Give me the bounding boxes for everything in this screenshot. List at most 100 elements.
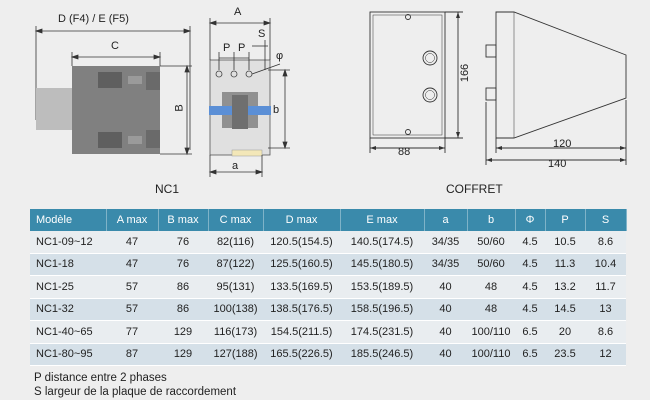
- col-header-a: a: [424, 209, 468, 231]
- table-cell: 14.5: [545, 298, 585, 321]
- table-cell: 86: [158, 298, 208, 321]
- table-cell: 87(122): [208, 253, 263, 276]
- col-header-b-max: B max: [158, 209, 209, 231]
- table-cell: 10.5: [545, 231, 585, 254]
- drawings-canvas: [34, 11, 627, 177]
- coffret-height-label: 166: [459, 63, 472, 83]
- coffret-front-view: [369, 11, 463, 153]
- table-cell: 13.2: [545, 275, 585, 299]
- dim-label-a-upper: A: [234, 6, 242, 18]
- table-cell: 185.5(246.5): [340, 343, 424, 366]
- col-header-s: S: [585, 209, 627, 231]
- table-cell: 76: [158, 253, 208, 276]
- col-header-p: P: [545, 209, 586, 231]
- table-cell: 12: [585, 343, 626, 366]
- dim-label-a-lower: a: [232, 160, 239, 172]
- table-cell: 4.5: [515, 275, 545, 299]
- table-cell: 40: [424, 298, 467, 321]
- table-cell: 34/35: [424, 253, 467, 276]
- col-header-phi: Φ: [515, 209, 546, 231]
- table-cell: 95(131): [208, 275, 263, 299]
- dim-label-s: S: [258, 28, 266, 40]
- table-cell: 100(138): [208, 298, 263, 321]
- coffret-depth-140-label: 140: [548, 158, 567, 170]
- table-cell: 50/60: [467, 253, 515, 276]
- table-cell: 48: [467, 298, 515, 321]
- table-cell: 40: [424, 343, 467, 366]
- table-cell: 57: [106, 275, 158, 299]
- col-header-a-max: A max: [106, 209, 159, 231]
- nc1-caption: NC1: [155, 182, 180, 196]
- dim-label-phi: φ: [276, 50, 284, 62]
- table-cell: 34/35: [424, 231, 467, 254]
- nc1-front-dimensions: [208, 18, 290, 177]
- table-cell: 4.5: [515, 231, 545, 254]
- table-cell-model: NC1-80~95: [30, 343, 106, 366]
- table-cell: 82(116): [208, 231, 263, 254]
- table-cell: 4.5: [515, 298, 545, 321]
- table-cell: 6.5: [515, 320, 545, 344]
- table-cell: 86: [158, 275, 208, 299]
- col-header-model: Modèle: [30, 209, 107, 231]
- table-cell-model: NC1-40~65: [30, 320, 106, 344]
- nc1-side-view: [34, 26, 192, 156]
- coffret-side-view: [485, 11, 627, 165]
- table-cell: 100/110: [467, 343, 515, 366]
- table-cell: 76: [158, 231, 208, 254]
- table-cell: 140.5(174.5): [340, 231, 424, 254]
- table-cell: 87: [106, 343, 158, 366]
- dim-label-d-e: D (F4) / E (F5): [58, 13, 129, 25]
- table-cell: 4.5: [515, 253, 545, 276]
- table-cell: 11.3: [545, 253, 585, 276]
- table-cell-model: NC1-25: [30, 275, 106, 299]
- table-cell: 158.5(196.5): [340, 298, 424, 321]
- dim-label-c: C: [111, 40, 119, 52]
- col-header-c-max: C max: [208, 209, 264, 231]
- coffret-front-arrows: [370, 12, 460, 150]
- table-cell: 10.4: [585, 253, 626, 276]
- table-cell: 40: [424, 275, 467, 299]
- dim-label-p2: P: [238, 42, 246, 54]
- table-cell: 20: [545, 320, 585, 344]
- table-cell: 138.5(176.5): [263, 298, 340, 321]
- dim-label-b-upper: B: [173, 104, 186, 112]
- table-cell: 165.5(226.5): [263, 343, 340, 366]
- table-cell: 145.5(180.5): [340, 253, 424, 276]
- table-cell: 129: [158, 343, 208, 366]
- table-cell: 125.5(160.5): [263, 253, 340, 276]
- table-cell: 13: [585, 298, 626, 321]
- col-header-b: b: [467, 209, 516, 231]
- table-cell: 50/60: [467, 231, 515, 254]
- table-cell: 174.5(231.5): [340, 320, 424, 344]
- nc1-front-view: [209, 59, 271, 157]
- table-cell: 153.5(189.5): [340, 275, 424, 299]
- spec-table: Modèle A max B max C max D max E max a b…: [30, 209, 627, 366]
- table-cell: 48: [467, 275, 515, 299]
- table-cell: 6.5: [515, 343, 545, 366]
- table-cell: 8.6: [585, 231, 626, 254]
- note-p: P distance entre 2 phases: [34, 372, 167, 384]
- coffret-caption: COFFRET: [446, 182, 503, 196]
- table-cell: 47: [106, 253, 158, 276]
- note-s: S largeur de la plaque de raccordement: [34, 386, 237, 398]
- table-cell-model: NC1-09~12: [30, 231, 106, 254]
- table-cell-model: NC1-32: [30, 298, 106, 321]
- table-cell: 129: [158, 320, 208, 344]
- table-cell: 47: [106, 231, 158, 254]
- table-cell: 8.6: [585, 320, 626, 344]
- table-cell: 127(188): [208, 343, 263, 366]
- table-cell: 154.5(211.5): [263, 320, 340, 344]
- table-cell: 133.5(169.5): [263, 275, 340, 299]
- col-header-d-max: D max: [263, 209, 341, 231]
- table-cell: 57: [106, 298, 158, 321]
- table-header-row: Modèle A max B max C max D max E max a b…: [30, 209, 627, 231]
- din-rail-block: [36, 88, 72, 130]
- coffret-width-label: 88: [398, 146, 411, 158]
